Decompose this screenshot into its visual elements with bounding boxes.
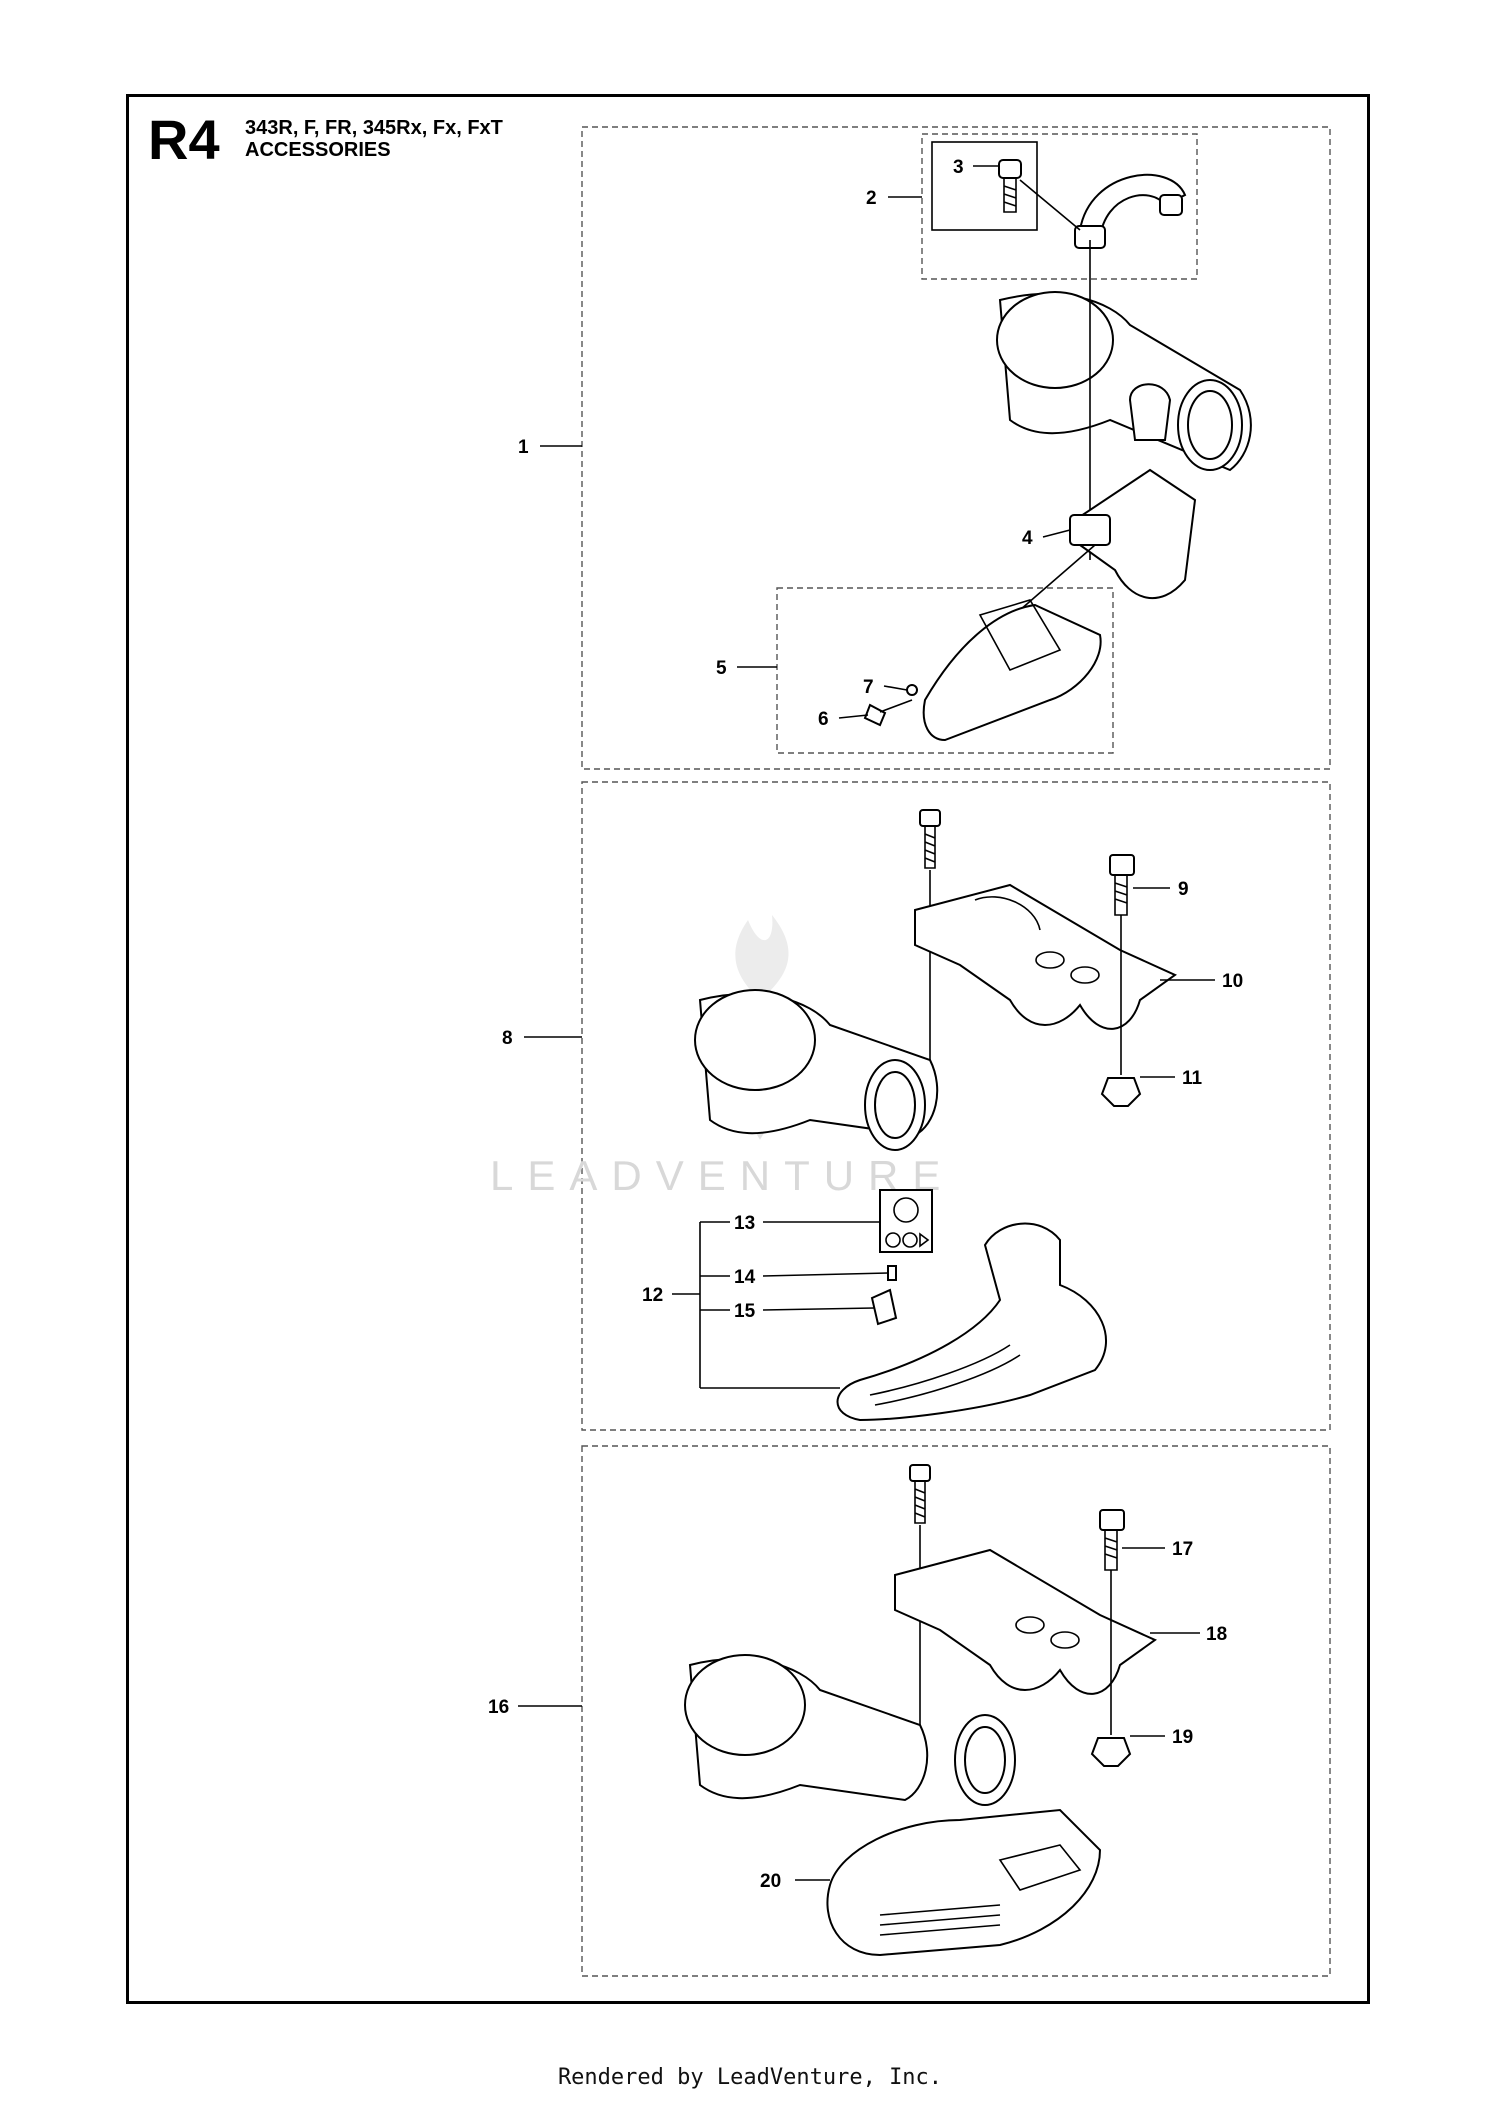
group-box-16 [581, 1445, 1331, 1977]
callout-16: 16 [488, 1697, 509, 1718]
blade-15-part [870, 1288, 898, 1326]
callout-18: 18 [1206, 1624, 1227, 1645]
callout-5: 5 [716, 658, 727, 679]
sub-box-3 [931, 141, 1038, 231]
callout-4: 4 [1022, 528, 1033, 549]
sheet-title: ACCESSORIES [245, 139, 391, 161]
callout-3: 3 [953, 157, 964, 178]
bolt-8-part [919, 809, 941, 869]
callout-17: 17 [1172, 1539, 1193, 1560]
screw-17-part [1099, 1509, 1125, 1571]
callout-19: 19 [1172, 1727, 1193, 1748]
grass-guard-12-part [836, 1222, 1107, 1422]
nut-11-part [1100, 1077, 1142, 1107]
sub-box-2 [921, 133, 1198, 280]
bolt-16-part [909, 1464, 931, 1524]
screw-6-part [863, 699, 913, 727]
callout-15: 15 [734, 1301, 756, 1322]
group-box-8 [581, 781, 1331, 1431]
trimmer-guard-part [922, 599, 1102, 742]
clamp-part [1074, 173, 1187, 249]
callout-7: 7 [863, 677, 874, 698]
callout-8: 8 [502, 1028, 513, 1049]
guard-20-part [826, 1808, 1102, 1957]
sheet-models: 343R, F, FR, 345Rx, Fx, FxT [245, 117, 503, 139]
decal-13-part [879, 1189, 933, 1253]
callout-9: 9 [1178, 879, 1189, 900]
screw-part [998, 159, 1022, 213]
gearbox-part [996, 291, 1252, 472]
callout-14: 14 [734, 1267, 756, 1288]
callout-2: 2 [866, 188, 877, 209]
callout-6: 6 [818, 709, 829, 730]
callout-11: 11 [1182, 1068, 1203, 1089]
flame-icon [735, 915, 789, 1000]
gearbox-16-part [684, 1654, 1016, 1806]
shield-18-part [894, 1548, 1157, 1695]
sheet-code: R4 [148, 108, 220, 171]
callout-leaders [518, 165, 1215, 1881]
diagram-frame [126, 94, 1370, 2004]
group-box-1 [581, 126, 1331, 770]
screw-14-part [887, 1265, 897, 1281]
nut-19-part [1090, 1737, 1132, 1767]
footer-credit: Rendered by LeadVenture, Inc. [557, 2065, 943, 2090]
guard-bracket-part [1069, 468, 1197, 599]
callout-1: 1 [518, 437, 529, 458]
callout-10: 10 [1222, 971, 1243, 992]
callout-20: 20 [760, 1871, 781, 1892]
callout-12: 12 [642, 1285, 663, 1306]
watermark-text: LEADVENTURE [490, 1152, 954, 1199]
shield-10-part [914, 883, 1177, 1030]
screw-9-part [1109, 854, 1135, 916]
callout-13: 13 [734, 1213, 755, 1234]
gearbox-8-part [694, 989, 939, 1151]
washer-7-part [906, 684, 918, 696]
